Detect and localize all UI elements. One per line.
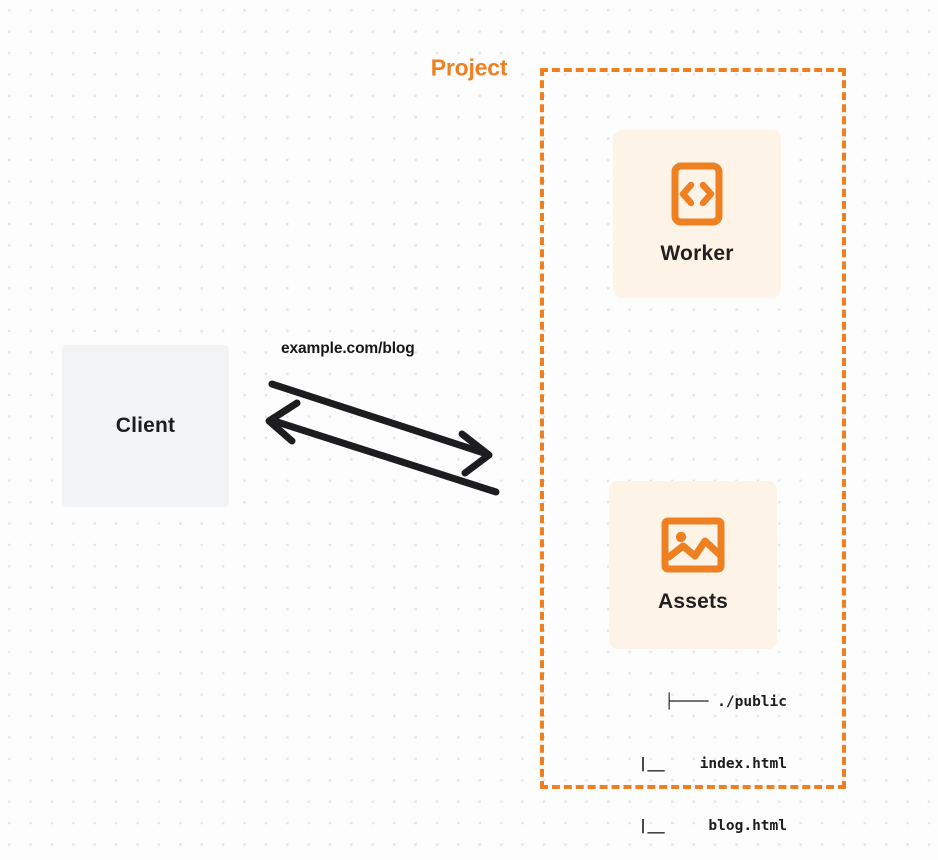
file-tree-row: |__ index.html — [638, 755, 787, 772]
image-icon — [661, 517, 725, 573]
project-boundary-label: Project — [423, 54, 515, 82]
project-boundary — [540, 68, 846, 789]
code-brackets-icon — [671, 162, 723, 226]
response-arrow — [265, 399, 500, 496]
client-node: Client — [62, 345, 229, 507]
assets-label: Assets — [657, 590, 729, 613]
assets-file-tree: ├──── ./public |__ index.html |__ blog.h… — [575, 650, 787, 860]
file-tree-row: ├──── ./public — [664, 693, 787, 710]
request-arrow — [268, 380, 493, 477]
worker-label: Worker — [660, 242, 734, 265]
worker-node: Worker — [613, 130, 781, 298]
assets-node: Assets — [609, 481, 777, 649]
client-label: Client — [115, 414, 176, 437]
request-url-label: example.com/blog — [281, 340, 415, 357]
file-tree-row: |__ blog.html — [638, 818, 787, 835]
